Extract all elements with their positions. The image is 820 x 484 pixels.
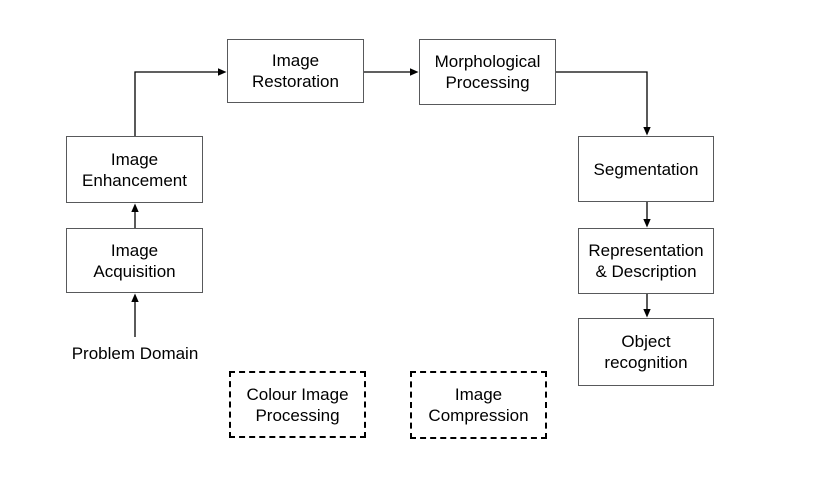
node-image-compression: Image Compression [410,371,547,439]
node-colour-image-processing-label: Colour Image Processing [246,384,349,425]
node-object-recognition: Object recognition [578,318,714,386]
node-image-acquisition: Image Acquisition [66,228,203,293]
arrow-representation-description-to-object-recognition [643,294,651,318]
node-object-recognition-label: Object recognition [604,332,688,372]
node-representation-description: Representation & Description [578,228,714,294]
node-problem-domain-label: Problem Domain [71,343,199,363]
arrow-morphological-processing-to-segmentation [556,71,651,136]
node-image-acquisition-label: Image Acquisition [93,240,176,281]
arrow-image-acquisition-to-image-enhancement [131,203,139,228]
node-morphological-processing: Morphological Processing [419,39,556,105]
arrow-segmentation-to-representation-description [643,202,651,228]
arrow-image-enhancement-to-image-restoration [134,68,227,136]
node-morphological-processing-label: Morphological Processing [434,52,541,92]
node-image-enhancement: Image Enhancement [66,136,203,203]
node-segmentation-label: Segmentation [593,159,699,179]
node-representation-description-label: Representation & Description [588,241,704,281]
node-problem-domain: Problem Domain [40,341,230,365]
node-colour-image-processing: Colour Image Processing [229,371,366,438]
arrow-image-restoration-to-morphological-processing [364,68,419,76]
arrow-problem-domain-to-image-acquisition [131,293,139,337]
node-image-restoration-label: Image Restoration [252,51,339,91]
node-image-restoration: Image Restoration [227,39,364,103]
node-image-enhancement-label: Image Enhancement [82,149,187,190]
node-image-compression-label: Image Compression [428,385,529,425]
node-segmentation: Segmentation [578,136,714,202]
